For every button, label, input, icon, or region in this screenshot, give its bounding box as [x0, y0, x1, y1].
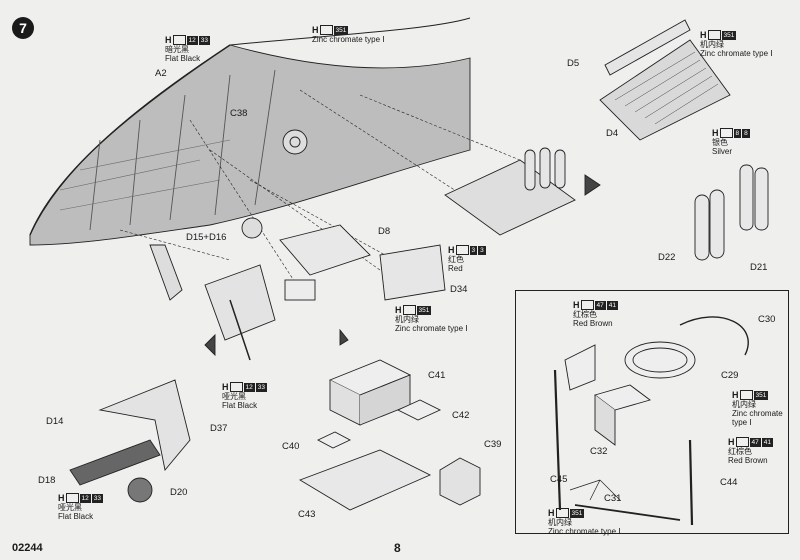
post-c44 [688, 439, 694, 526]
part-label: D5 [567, 58, 580, 69]
part-label: C38 [230, 108, 248, 119]
part-label: C32 [590, 446, 608, 457]
floor-d4 [599, 39, 731, 141]
paint-swatch-icon [719, 128, 733, 138]
part-label: D14 [46, 416, 64, 427]
box-c42 [396, 399, 442, 421]
part-label: C44 [720, 477, 738, 488]
part-label: C42 [452, 410, 470, 421]
bulkhead-d5 [604, 19, 691, 76]
ring-c30 [679, 316, 749, 356]
paint-swatch-icon [319, 25, 333, 35]
part-label: D15+D16 [186, 232, 227, 243]
part-label: C39 [484, 439, 502, 450]
rack-c43 [298, 449, 432, 511]
part-label: C29 [721, 370, 739, 381]
rudder-pedal [149, 244, 183, 301]
part-label: D20 [170, 487, 188, 498]
part-label: D34 [450, 284, 468, 295]
part-label: C31 [604, 493, 622, 504]
part-label: D8 [378, 226, 391, 237]
seat-d37 [98, 379, 191, 472]
part-label: D4 [606, 128, 619, 139]
part-label: C43 [298, 509, 316, 520]
post-c45 [553, 369, 562, 511]
paint-swatch-icon [65, 493, 79, 503]
paint-swatch-icon [580, 300, 594, 310]
box-c40 [316, 431, 352, 449]
fuselage-panel [29, 44, 471, 246]
part-label: C40 [282, 441, 300, 452]
paint-swatch-icon [455, 245, 469, 255]
part-label: D18 [38, 475, 56, 486]
part-label: D37 [210, 423, 228, 434]
part-label: D22 [658, 252, 676, 263]
panel-d34 [379, 244, 446, 301]
part-label: C45 [550, 474, 568, 485]
paint-swatch-icon [735, 437, 749, 447]
product-code: 02244 [12, 542, 43, 554]
part-label: A2 [155, 68, 167, 79]
seat-plate-d18 [69, 439, 161, 486]
part-label: D21 [750, 262, 768, 273]
paint-swatch-icon [555, 508, 569, 518]
paint-swatch-icon [229, 382, 243, 392]
inset-detail-frame [515, 290, 789, 534]
page-number: 8 [394, 541, 401, 555]
paint-swatch-icon [172, 35, 186, 45]
control-assembly [204, 264, 276, 341]
step-number-badge: 7 [12, 17, 34, 39]
paint-swatch-icon [402, 305, 416, 315]
paint-swatch-icon [707, 30, 721, 40]
rod-c31 [574, 504, 681, 521]
bottle-d22 [694, 194, 710, 261]
part-label: C41 [428, 370, 446, 381]
box-c39 [439, 457, 481, 506]
paint-swatch-icon [739, 390, 753, 400]
part-label: C30 [758, 314, 776, 325]
bottle-d21 [739, 164, 754, 231]
